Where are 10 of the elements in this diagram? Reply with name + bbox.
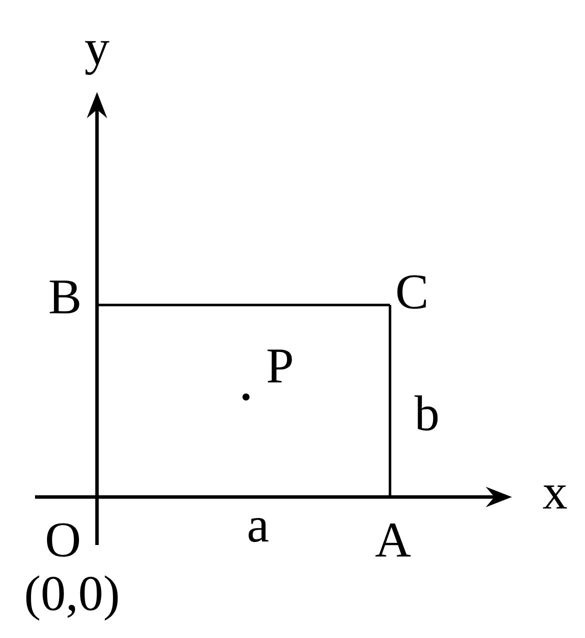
point-label: O (47, 523, 79, 557)
length-label: b (414, 395, 438, 431)
coordinate-label: (0,0) (26, 575, 118, 621)
length-label: a (248, 518, 268, 542)
point-label: B (50, 280, 80, 314)
axis-label: x (542, 486, 567, 508)
point-label: A (375, 523, 411, 556)
point-label: C (397, 275, 426, 309)
point-label: P (268, 350, 292, 382)
axis-label: y (85, 41, 110, 75)
